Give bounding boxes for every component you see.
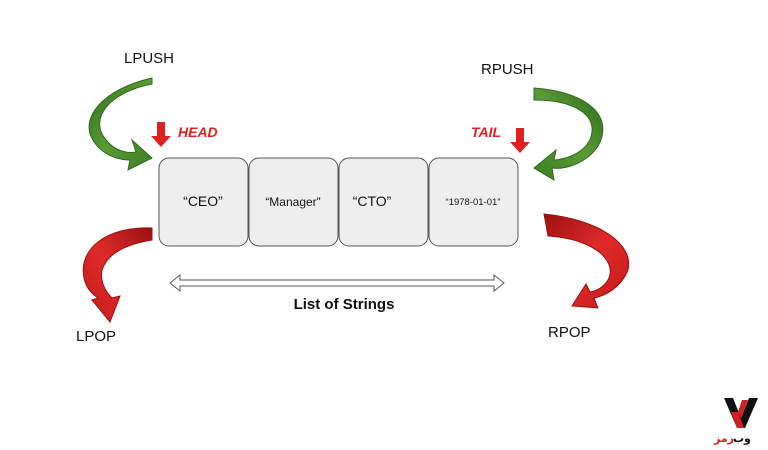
list-cell: “CEO”: [158, 157, 249, 247]
list-cell: “Manager”: [248, 157, 339, 247]
rpop-label: RPOP: [548, 324, 591, 341]
rpush-arrow-icon: [533, 87, 604, 181]
rpush-label: RPUSH: [481, 61, 534, 78]
list-item-text: “CTO”: [353, 193, 392, 209]
list-span-double-arrow-icon: [169, 273, 505, 293]
list-item-text: “Manager”: [265, 195, 320, 209]
tail-down-arrow-icon: [510, 128, 530, 153]
logo-text-dark: وب: [733, 432, 751, 445]
rpop-arrow-icon: [543, 213, 630, 309]
logo-text-red: رمز: [713, 432, 734, 445]
list-item-text: “1978-01-01”: [446, 197, 501, 208]
list-caption: List of Strings: [294, 296, 395, 313]
lpop-label: LPOP: [76, 328, 116, 345]
tail-label: TAIL: [471, 124, 501, 140]
lpush-label: LPUSH: [124, 50, 174, 67]
list-cell: “CTO”: [338, 157, 429, 247]
head-label: HEAD: [178, 124, 218, 140]
lpop-arrow-icon: [82, 227, 153, 323]
lpush-arrow-icon: [88, 77, 153, 171]
list-item-text: “CEO”: [183, 193, 223, 209]
list-cell: “1978-01-01”: [428, 157, 519, 247]
webramz-logo: وب رمز: [713, 398, 758, 445]
head-down-arrow-icon: [151, 122, 171, 147]
